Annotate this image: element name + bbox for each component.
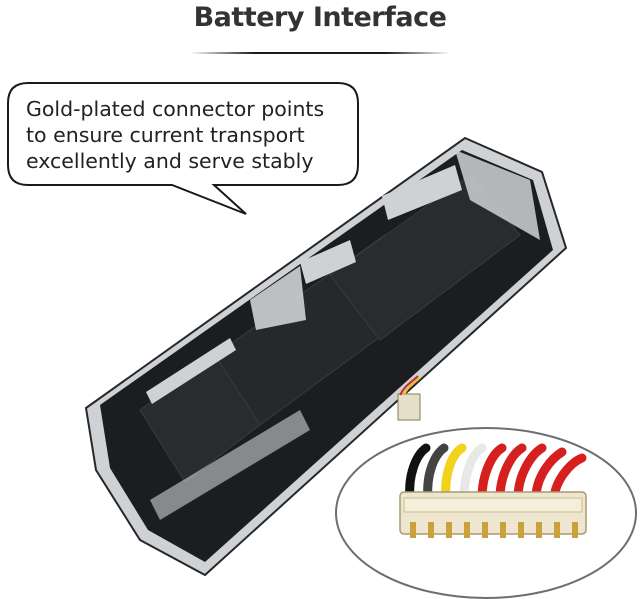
speech-bubble: [7, 82, 359, 215]
title-divider: [190, 52, 450, 54]
battery-pack: [84, 136, 568, 577]
connector-zoom: [335, 427, 637, 599]
callout-line: to ensure current transport: [26, 123, 305, 147]
callout-text: Gold-plated connector points to ensure c…: [26, 96, 356, 174]
page-title: Battery Interface: [193, 2, 447, 33]
callout-line: excellently and serve stably: [26, 149, 314, 173]
callout-line: Gold-plated connector points: [26, 97, 325, 121]
